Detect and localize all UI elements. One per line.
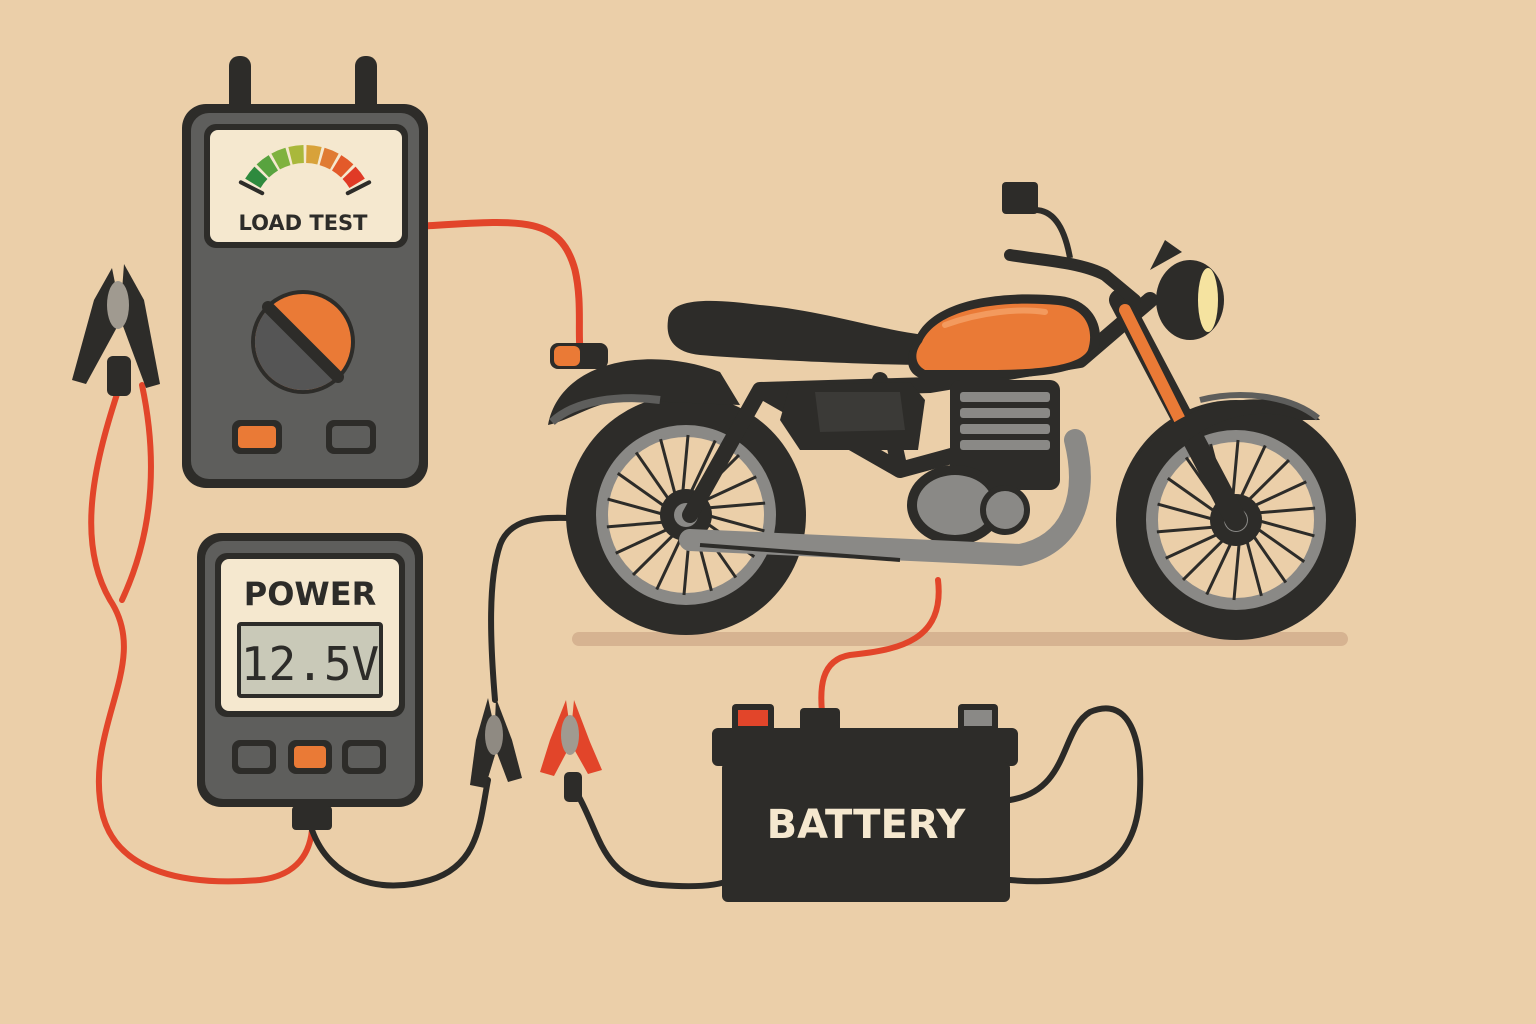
wheel-spoke bbox=[705, 513, 765, 533]
wheel-spoke bbox=[1244, 536, 1263, 597]
gauge-segment bbox=[256, 155, 279, 178]
wheel-spoke bbox=[616, 472, 669, 510]
left-red-clamp[interactable] bbox=[72, 264, 160, 396]
probe-right bbox=[355, 56, 377, 114]
gauge-segment bbox=[271, 147, 291, 170]
wheel-spoke bbox=[1232, 539, 1241, 601]
red-clamp-lead bbox=[572, 787, 733, 890]
wheel-spoke bbox=[606, 520, 668, 529]
load-tester-screen bbox=[210, 130, 402, 242]
wheel-spoke bbox=[1250, 480, 1307, 509]
probe-left bbox=[229, 56, 251, 114]
knob-pointer bbox=[262, 301, 344, 383]
wheel-spoke bbox=[607, 497, 667, 517]
gauge-segment bbox=[288, 145, 304, 165]
wheel-spoke bbox=[1255, 518, 1315, 538]
gauge-segment bbox=[245, 166, 268, 189]
wheel-spoke bbox=[1254, 506, 1316, 515]
ground-shadow bbox=[572, 632, 1348, 646]
power-label: POWER bbox=[244, 575, 376, 613]
black-clamp-lead bbox=[488, 514, 573, 703]
seat bbox=[667, 300, 930, 365]
bike-to-battery-cable bbox=[818, 577, 942, 715]
power-meter: POWER 12.5V bbox=[197, 533, 423, 830]
voltage-reading: 12.5V bbox=[241, 637, 379, 691]
gauge-segment bbox=[319, 147, 339, 170]
wheel-spoke bbox=[1166, 477, 1219, 515]
red-clamp[interactable] bbox=[540, 700, 602, 802]
wheel-spoke bbox=[688, 439, 717, 496]
wheel-spoke bbox=[1238, 444, 1267, 501]
wheel-spoke bbox=[704, 501, 766, 510]
motorcycle bbox=[548, 182, 1356, 640]
load-test-label: LOAD TEST bbox=[238, 211, 368, 235]
gauge-segment bbox=[342, 166, 365, 189]
wheel-spoke bbox=[1156, 525, 1218, 534]
wheel-spoke bbox=[700, 475, 757, 504]
engine bbox=[907, 380, 1060, 545]
wheel-spoke bbox=[1157, 502, 1217, 522]
wheel-spoke bbox=[634, 451, 672, 503]
gauge-tick bbox=[238, 180, 265, 196]
gauge-segment bbox=[306, 145, 322, 165]
wheel-spoke bbox=[1205, 539, 1234, 596]
wheel-spoke bbox=[1165, 531, 1222, 560]
cables bbox=[88, 218, 1144, 890]
black-clamp[interactable] bbox=[470, 698, 522, 788]
wheel-spoke bbox=[659, 438, 678, 499]
wheel-spoke bbox=[631, 531, 678, 577]
wheel-spoke bbox=[615, 526, 672, 555]
mirror bbox=[1002, 182, 1038, 214]
wheel-spoke bbox=[1231, 439, 1240, 501]
headlight bbox=[1150, 240, 1224, 340]
battery-center-terminal bbox=[800, 708, 840, 732]
wheel-spoke bbox=[1253, 525, 1306, 563]
front-fender bbox=[1130, 399, 1320, 470]
meter-black-lead bbox=[309, 777, 491, 889]
battery-body bbox=[722, 762, 1010, 902]
meter-cable-port bbox=[292, 806, 332, 830]
rear-fender bbox=[548, 359, 740, 425]
load-gauge bbox=[238, 145, 372, 196]
battery-lid bbox=[712, 728, 1018, 766]
wheel-spoke bbox=[681, 434, 690, 496]
battery-label: BATTERY bbox=[767, 802, 967, 848]
left-red-lead-2 bbox=[119, 382, 155, 603]
wheel-spoke bbox=[1244, 458, 1291, 504]
gauge-segment bbox=[331, 155, 354, 178]
tester-to-bike-cable bbox=[421, 218, 584, 354]
load-tester: LOAD TEST bbox=[182, 56, 428, 488]
exhaust bbox=[679, 429, 1091, 567]
gauge-tick bbox=[345, 180, 372, 196]
left-red-lead bbox=[88, 382, 315, 885]
battery: BATTERY bbox=[712, 704, 1018, 902]
handlebar bbox=[1004, 249, 1141, 306]
wheel-spoke bbox=[655, 534, 684, 591]
wheel-spoke bbox=[1250, 532, 1288, 584]
battery-side-cable bbox=[1007, 705, 1144, 885]
wheel-spoke bbox=[1181, 536, 1228, 582]
